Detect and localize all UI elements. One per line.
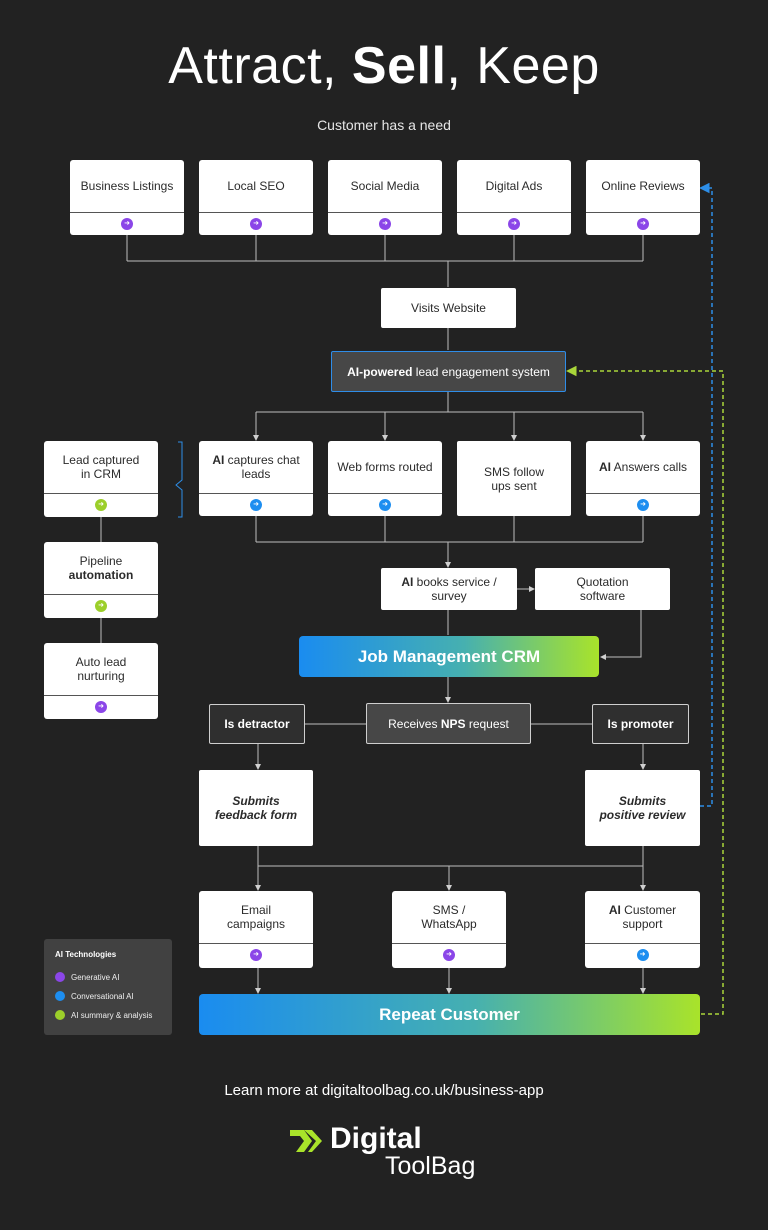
generative-ai-icon: ➜	[250, 949, 262, 961]
job-management-crm-node: Job Management CRM	[299, 636, 599, 677]
ai-books-service-node: AI books service / survey	[381, 568, 517, 610]
card-web-forms: Web forms routed ➜	[328, 441, 442, 516]
card-auto-lead-nurturing: Auto lead nurturing ➜	[44, 643, 158, 719]
legend-item-conversational: Conversational AI	[55, 991, 134, 1001]
card-business-listings: Business Listings ➜	[70, 160, 184, 235]
ai-summary-icon: ➜	[95, 600, 107, 612]
is-promoter-node: Is promoter	[592, 704, 689, 744]
footer-link-text[interactable]: Learn more at digitaltoolbag.co.uk/busin…	[224, 1082, 544, 1099]
card-ai-customer-support: AI Customer support ➜	[585, 891, 700, 968]
generative-ai-icon: ➜	[250, 218, 262, 230]
conversational-ai-icon: ➜	[636, 949, 649, 961]
quotation-software-node: Quotation software	[535, 568, 670, 610]
generative-ai-icon: ➜	[443, 949, 455, 961]
generative-ai-icon: ➜	[637, 218, 649, 230]
generative-ai-icon: ➜	[121, 218, 133, 230]
card-sms-follow-ups: SMS follow ups sent	[457, 441, 571, 516]
card-ai-answers-calls: AI Answers calls ➜	[586, 441, 700, 516]
generative-ai-icon: ➜	[508, 218, 520, 230]
conversational-ai-icon: ➜	[250, 499, 262, 511]
card-digital-ads: Digital Ads ➜	[457, 160, 571, 235]
conversational-ai-icon	[55, 991, 65, 1001]
ai-summary-icon: ➜	[95, 499, 107, 511]
generative-ai-icon	[55, 972, 65, 982]
card-sms-whatsapp: SMS / WhatsApp ➜	[392, 891, 506, 968]
ai-technologies-legend: AI Technologies Generative AI Conversati…	[44, 939, 172, 1035]
card-email-campaigns: Email campaigns ➜	[199, 891, 313, 968]
feedback-form-node: Submits feedback form	[199, 770, 313, 846]
repeat-customer-node: Repeat Customer	[199, 994, 700, 1035]
generative-ai-icon: ➜	[95, 701, 107, 713]
lead-engagement-system-node: AI-powered lead engagement system	[331, 351, 566, 392]
legend-item-generative: Generative AI	[55, 972, 119, 982]
legend-item-summary: AI summary & analysis	[55, 1010, 152, 1020]
card-lead-captured-crm: Lead captured in CRM ➜	[44, 441, 158, 517]
subtitle: Customer has a need	[317, 117, 451, 133]
digital-toolbag-logo: Digital ToolBag	[290, 1122, 500, 1184]
visits-website-node: Visits Website	[381, 288, 516, 328]
ai-summary-icon	[55, 1010, 65, 1020]
page-title: Attract, Sell, Keep	[168, 37, 600, 95]
conversational-ai-icon: ➜	[379, 499, 391, 511]
logo-mark-icon	[290, 1130, 322, 1152]
generative-ai-icon: ➜	[379, 218, 391, 230]
card-social-media: Social Media ➜	[328, 160, 442, 235]
card-ai-chat-leads: AI captures chat leads ➜	[199, 441, 313, 516]
card-online-reviews: Online Reviews ➜	[586, 160, 700, 235]
nps-request-node: Receives NPS request	[366, 703, 531, 744]
positive-review-node: Submits positive review	[585, 770, 700, 846]
card-local-seo: Local SEO ➜	[199, 160, 313, 235]
is-detractor-node: Is detractor	[209, 704, 305, 744]
conversational-ai-icon: ➜	[637, 499, 649, 511]
